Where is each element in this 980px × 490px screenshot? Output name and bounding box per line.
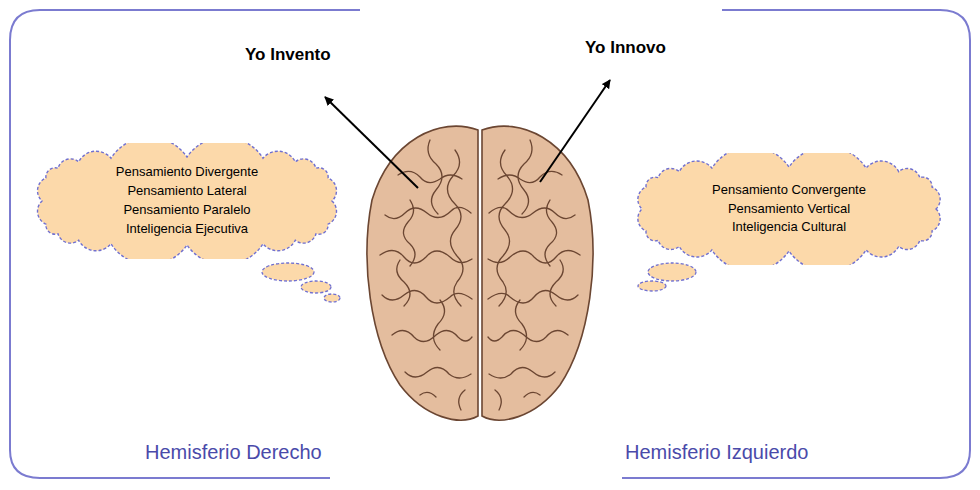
panel-outline — [10, 10, 360, 478]
cloud-tail — [262, 263, 696, 302]
cloud-text-line: Pensamiento Vertical — [728, 200, 850, 219]
cloud-text-line: Pensamiento Paralelo — [123, 201, 250, 220]
cloud-text: Pensamiento ConvergentePensamiento Verti… — [628, 153, 950, 265]
cloud-text-line: Pensamiento Convergente — [712, 181, 866, 200]
arrow-label: Yo Innovo — [585, 38, 666, 58]
cloud-text: Pensamiento DivergentePensamiento Latera… — [28, 143, 346, 259]
thought-cloud: Pensamiento ConvergentePensamiento Verti… — [628, 153, 950, 265]
arrow — [540, 80, 610, 182]
cloud-text-line: Inteligencia Ejecutiva — [126, 220, 248, 239]
cloud-text-line: Pensamiento Lateral — [127, 182, 246, 201]
cloud-text-line: Inteligencia Cultural — [732, 218, 846, 237]
arrow — [325, 97, 418, 188]
panel-outline — [622, 10, 970, 478]
hemisphere-label: Hemisferio Izquierdo — [625, 441, 808, 464]
hemisphere-label: Hemisferio Derecho — [145, 441, 322, 464]
cloud-text-line: Pensamiento Divergente — [116, 163, 258, 182]
thought-cloud: Pensamiento DivergentePensamiento Latera… — [28, 143, 346, 259]
cloud-shape — [28, 143, 346, 259]
arrow-label: Yo Invento — [245, 45, 331, 65]
